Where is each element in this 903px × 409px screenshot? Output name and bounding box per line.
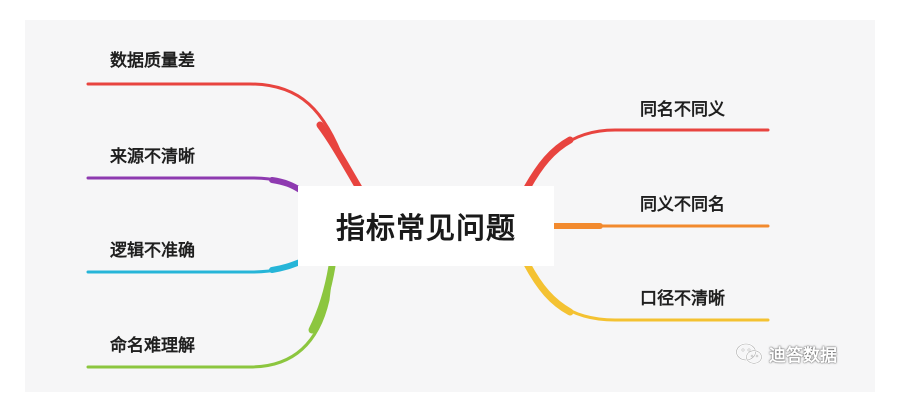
- watermark: 迪答数据: [735, 341, 837, 366]
- center-topic: 指标常见问题: [298, 186, 554, 266]
- branch-label-left-4: 命名难理解: [110, 336, 195, 356]
- branch-line-right-1: [525, 128, 770, 188]
- branch-line-left-3-taper: [269, 259, 303, 273]
- branch-label-left-3: 逻辑不准确: [110, 241, 195, 261]
- branch-label-right-3: 口径不清晰: [640, 289, 725, 309]
- branch-label-left-1: 数据质量差: [110, 51, 195, 71]
- branch-line-left-4-taper: [308, 262, 336, 334]
- branch-label-left-2: 来源不清晰: [110, 147, 195, 167]
- branch-label-right-2: 同义不同名: [640, 195, 725, 215]
- branch-line-left-2: [86, 176, 302, 192]
- branch-line-left-2-taper: [269, 177, 303, 193]
- branch-line-right-3-taper: [523, 260, 574, 316]
- branch-line-left-4: [86, 264, 334, 369]
- wechat-icon: [735, 342, 763, 364]
- center-topic-label: 指标常见问题: [335, 211, 516, 245]
- watermark-text: 迪答数据: [769, 346, 837, 366]
- branch-line-right-1-taper: [523, 136, 574, 192]
- branch-label-right-1: 同名不同义: [640, 100, 725, 120]
- branch-line-left-3: [86, 260, 302, 274]
